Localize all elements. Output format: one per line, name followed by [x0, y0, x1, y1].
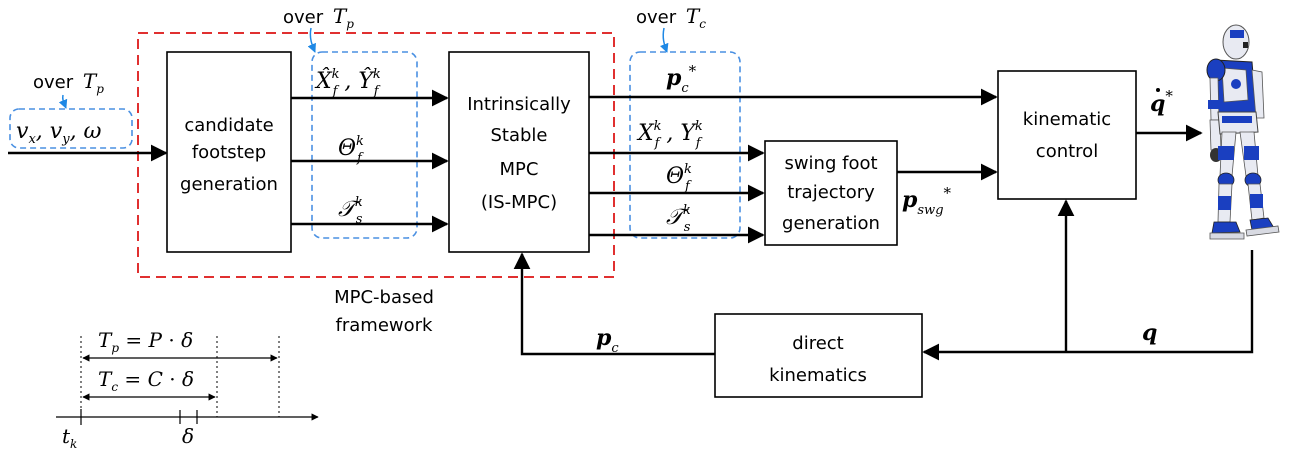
direct-label-1: direct	[792, 333, 843, 354]
label-pc-star: pc*	[666, 62, 697, 96]
pointer-right	[659, 27, 669, 53]
tk-label: tk	[62, 424, 77, 451]
candidate-footstep-block	[166, 51, 292, 253]
direct-label-2: kinematics	[769, 365, 867, 386]
over-tc-right-label: over Tc	[636, 4, 706, 31]
candidate-label-1: candidate	[184, 115, 273, 136]
candidate-label-3: generation	[180, 174, 278, 195]
swing-label-3: generation	[782, 213, 880, 234]
ismpc-label-2: Stable	[490, 125, 547, 146]
framework-boundary	[137, 32, 615, 278]
candidate-label-2: footstep	[192, 142, 266, 163]
label-qdot-star: q*	[1150, 87, 1173, 117]
ismpc-label-3: MPC	[500, 159, 539, 180]
input-group-box	[9, 108, 133, 149]
label-pswg-star: pswg*	[902, 184, 952, 218]
ismpc-label-1: Intrinsically	[467, 94, 571, 115]
pointer-mid	[307, 27, 316, 53]
kinematic-control-block	[997, 70, 1137, 200]
feedback-q-line	[922, 250, 1254, 361]
framework-label-1: MPC-based	[334, 287, 434, 308]
swing-foot-block	[764, 140, 898, 246]
over-tp-mid-label: over Tp	[283, 4, 354, 31]
kinematic-label-1: kinematic	[1023, 109, 1111, 130]
is-mpc-block	[448, 51, 590, 253]
humanoid-robot-image	[1206, 24, 1280, 240]
swing-label-2: trajectory	[787, 182, 875, 203]
mpc-output-group-box	[629, 51, 741, 239]
candidate-output-group-box	[311, 51, 418, 239]
over-tp-left-label: over Tp	[33, 69, 104, 96]
qdot-dot	[1156, 88, 1160, 92]
pointer-left	[58, 94, 68, 109]
framework-label-2: framework	[336, 315, 434, 336]
tc-equation: Tc = C · δ	[98, 367, 194, 394]
delta-label: δ	[182, 424, 194, 448]
timing-diagram: Tp = P · δ Tc = C · δ tk δ	[56, 328, 319, 451]
label-q: q	[1142, 320, 1157, 346]
tp-equation: Tp = P · δ	[98, 328, 193, 355]
swing-label-1: swing foot	[784, 153, 877, 174]
kinematic-label-2: control	[1036, 141, 1098, 162]
ismpc-label-4: (IS-MPC)	[481, 192, 557, 213]
label-pc: pc	[596, 325, 619, 356]
direct-kinematics-block	[714, 313, 923, 398]
feedback-pc-line	[513, 252, 715, 356]
input-signals: vx, vy, ω	[16, 119, 102, 147]
